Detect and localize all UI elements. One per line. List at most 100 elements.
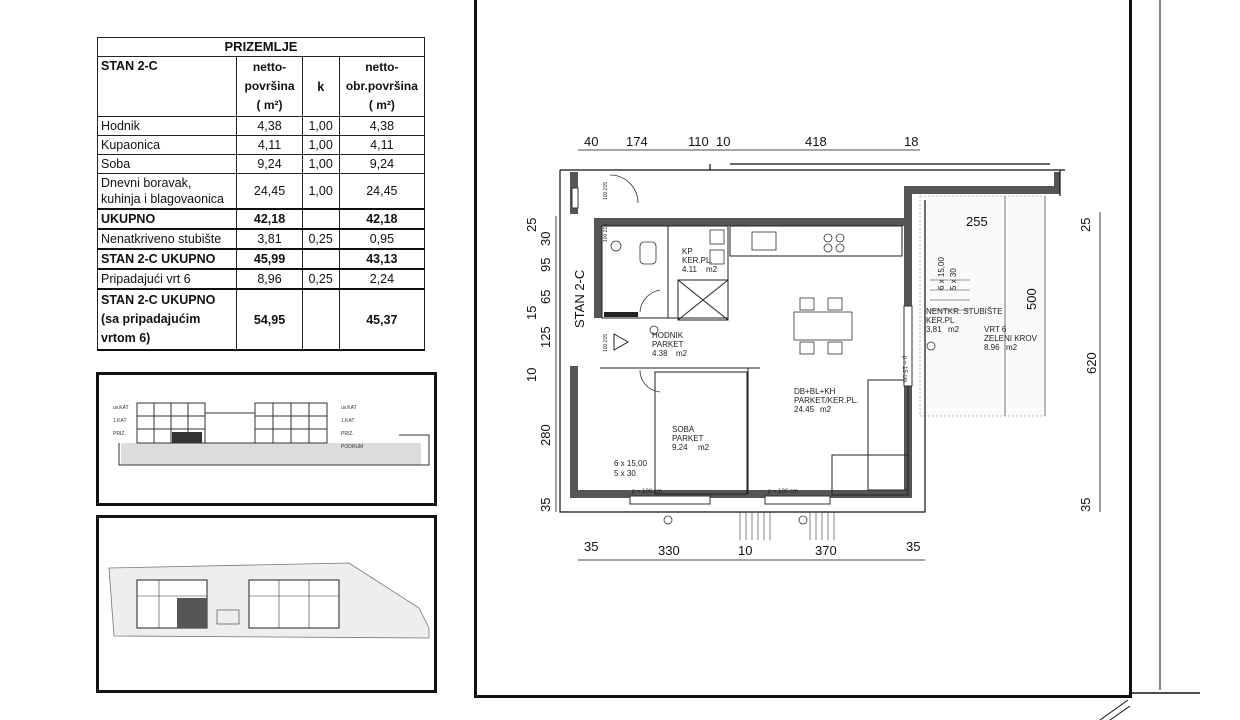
dimension-lines bbox=[555, 149, 1101, 561]
svg-text:m2: m2 bbox=[1006, 343, 1018, 352]
svg-text:m2: m2 bbox=[820, 405, 832, 414]
dim-bottom: 370 bbox=[815, 543, 837, 558]
svg-text:KP: KP bbox=[682, 247, 693, 256]
door-tag: 100 215 bbox=[603, 224, 609, 242]
window-parapet-label: p = 100 cm bbox=[768, 489, 798, 495]
dim-terrace-height: 500 bbox=[1024, 288, 1039, 310]
section-drawing: uv.KAT 1.KAT PRIZ. uv.KAT 1.KAT PRIZ. PO… bbox=[113, 402, 430, 466]
dim-left: 95 bbox=[538, 258, 553, 272]
svg-text:4.38: 4.38 bbox=[652, 349, 668, 358]
dim-bottom: 10 bbox=[738, 543, 752, 558]
room-hodnik-label: HODNIK PARKET 4.38 m2 bbox=[652, 331, 688, 358]
header-k: k bbox=[301, 56, 340, 117]
dim-terrace-width: 255 bbox=[966, 214, 988, 229]
svg-text:m2: m2 bbox=[948, 325, 960, 334]
svg-text:DB+BL+KH: DB+BL+KH bbox=[794, 387, 836, 396]
svg-text:HODNIK: HODNIK bbox=[652, 331, 684, 340]
svg-text:3,81: 3,81 bbox=[926, 325, 942, 334]
window-note: 6 x 15,00 5 x 30 bbox=[614, 459, 647, 478]
svg-text:24.45: 24.45 bbox=[794, 405, 815, 414]
windows bbox=[571, 187, 913, 505]
dim-right: 620 bbox=[1084, 352, 1099, 374]
window-parapet-label: p = 15 cm bbox=[901, 356, 907, 383]
dim-bottom: 330 bbox=[658, 543, 680, 558]
svg-text:m2: m2 bbox=[706, 265, 718, 274]
dim-top: 418 bbox=[805, 134, 827, 149]
dim-left: 35 bbox=[538, 498, 553, 512]
svg-text:KER.PL.: KER.PL. bbox=[682, 256, 713, 265]
entry-stairs bbox=[739, 279, 970, 540]
site-plan-drawing bbox=[108, 562, 430, 639]
dim-right: 25 bbox=[1078, 218, 1093, 232]
window-parapet-label: p = 100 cm bbox=[632, 489, 662, 495]
svg-text:4.11: 4.11 bbox=[682, 265, 698, 274]
dim-left: 30 bbox=[538, 232, 553, 246]
dim-left: 125 bbox=[538, 326, 553, 348]
room-vrt-label: VRT 6 ZELENI KROV 8.96 m2 bbox=[984, 325, 1038, 352]
dim-bottom: 35 bbox=[906, 539, 920, 554]
room-kp-label: KP KER.PL. 4.11 m2 bbox=[682, 247, 718, 274]
door-tag: 100 215 bbox=[603, 334, 609, 352]
level-label: PRIZ. bbox=[341, 431, 354, 437]
svg-text:8.96: 8.96 bbox=[984, 343, 1000, 352]
room-soba-label: SOBA PARKET 9.24 m2 bbox=[672, 425, 710, 452]
level-label: uv.KAT bbox=[113, 405, 129, 411]
dim-top: 18 bbox=[904, 134, 918, 149]
dim-bottom: 35 bbox=[584, 539, 598, 554]
room-dbk-label: DB+BL+KH PARKET/KER.PL. 24.45 m2 bbox=[794, 387, 858, 414]
entry-arrow-icon bbox=[613, 333, 630, 351]
dim-top: 10 bbox=[716, 134, 730, 149]
stair-treads bbox=[604, 312, 638, 317]
svg-text:6 x 15,00: 6 x 15,00 bbox=[614, 459, 647, 468]
area-table: PRIZEMLJE STAN 2-C netto-površina( m²) k… bbox=[96, 37, 426, 351]
svg-text:5 x 30: 5 x 30 bbox=[949, 268, 958, 290]
header-obr: netto-obr.površina( m²) bbox=[338, 56, 426, 117]
svg-text:9.24: 9.24 bbox=[672, 443, 688, 452]
interior-lines bbox=[600, 225, 909, 496]
level-label: 1.KAT bbox=[113, 418, 127, 424]
svg-text:5 x 30: 5 x 30 bbox=[614, 469, 636, 478]
level-label: 1.KAT bbox=[341, 418, 355, 424]
frame-corner-mark bbox=[1099, 699, 1131, 720]
terrace-area bbox=[919, 195, 1046, 417]
floor-plan-frame bbox=[474, 0, 1132, 698]
dim-left: 280 bbox=[538, 424, 553, 446]
dim-right: 35 bbox=[1078, 498, 1093, 512]
dim-left: 25 bbox=[524, 218, 539, 232]
dim-left: 10 bbox=[524, 368, 539, 382]
dim-left: 15 bbox=[524, 306, 539, 320]
svg-text:NENTKR. STUBIŠTE: NENTKR. STUBIŠTE bbox=[926, 307, 1002, 316]
svg-text:PARKET: PARKET bbox=[652, 340, 684, 349]
dim-top: 40 bbox=[584, 134, 598, 149]
svg-text:ZELENI KROV: ZELENI KROV bbox=[984, 334, 1038, 343]
dining-table bbox=[793, 297, 853, 355]
level-label: PRIZ. bbox=[113, 431, 126, 437]
level-label: uv.KAT bbox=[341, 405, 357, 411]
door-swings bbox=[609, 174, 661, 393]
bathroom-fixtures bbox=[610, 229, 725, 265]
level-label: PODRUM bbox=[341, 444, 363, 450]
kitchen-counter bbox=[751, 231, 845, 253]
marker-icon bbox=[649, 325, 936, 525]
svg-text:VRT 6: VRT 6 bbox=[984, 325, 1007, 334]
stairs-note: 6 x 15,00 5 x 30 bbox=[937, 257, 958, 290]
site-plan-thumbnail bbox=[96, 515, 437, 693]
svg-text:PARKET: PARKET bbox=[672, 434, 704, 443]
svg-text:KER.PL: KER.PL bbox=[926, 316, 955, 325]
svg-text:6 x 15,00: 6 x 15,00 bbox=[937, 257, 946, 290]
svg-text:PARKET/KER.PL.: PARKET/KER.PL. bbox=[794, 396, 858, 405]
dim-left: 65 bbox=[538, 290, 553, 304]
svg-text:m2: m2 bbox=[676, 349, 688, 358]
section-thumbnail: uv.KAT 1.KAT PRIZ. uv.KAT 1.KAT PRIZ. PO… bbox=[96, 372, 437, 506]
svg-text:m2: m2 bbox=[698, 443, 710, 452]
door-tag: 100 215 bbox=[603, 182, 609, 200]
svg-text:SOBA: SOBA bbox=[672, 425, 695, 434]
